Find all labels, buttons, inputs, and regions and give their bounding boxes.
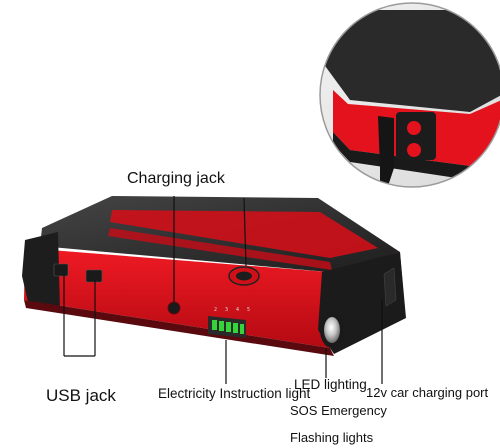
indicator-scale-digits: 2 3 4 5 bbox=[214, 307, 253, 313]
power-button-icon bbox=[228, 266, 260, 286]
led-flashlight-icon bbox=[320, 312, 344, 348]
callout-lines bbox=[63, 196, 383, 384]
electricity-indicator-panel bbox=[208, 316, 246, 338]
zoom-magnifier-circle bbox=[319, 2, 500, 188]
label-sos-emergency: SOS Emergency bbox=[290, 403, 387, 418]
label-led-lighting: LED lighting bbox=[294, 377, 367, 392]
power-bank-device bbox=[22, 196, 406, 356]
car-port-flap bbox=[383, 267, 397, 307]
label-flashing-lights: Flashing lights bbox=[290, 430, 374, 445]
charging-jack-icon bbox=[167, 301, 181, 315]
label-usb-jack: USB jack bbox=[46, 386, 116, 405]
label-charging-jack: Charging jack bbox=[127, 170, 225, 187]
usb-port-icon bbox=[53, 263, 103, 283]
label-car-charging-port: 12v car charging port bbox=[366, 385, 489, 400]
label-electricity-light: Electricity Instruction light bbox=[158, 386, 311, 401]
